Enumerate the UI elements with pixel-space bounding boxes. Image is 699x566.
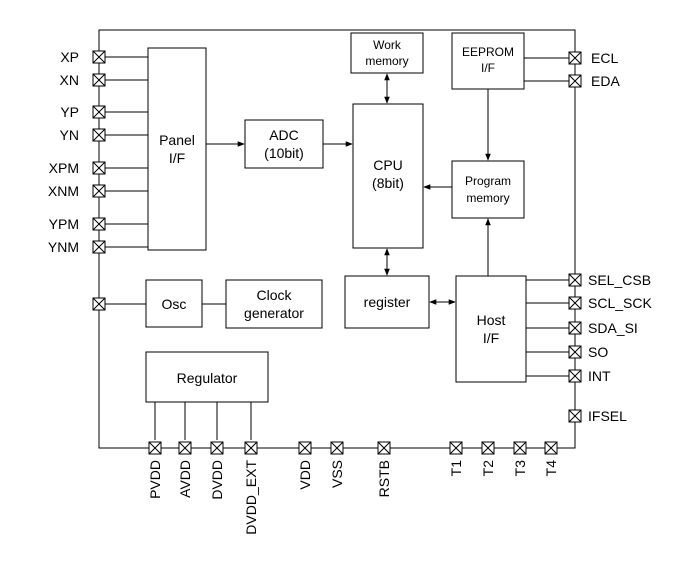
host-if-block: Host I/F	[455, 275, 527, 383]
program-memory-label-2: memory	[466, 191, 509, 205]
pin-label-int: INT	[588, 368, 611, 384]
pin-label-ynm: YNM	[48, 239, 79, 255]
pin-label-vss: VSS	[329, 460, 345, 488]
pin-rstb-terminal	[377, 441, 391, 455]
pin-yp-terminal	[92, 105, 106, 119]
pin-dvdd-ext-terminal	[244, 441, 258, 455]
pin-label-yn: YN	[60, 127, 79, 143]
pin-label-dvdd: DVDD	[209, 460, 225, 500]
pin-xpm-terminal	[92, 161, 106, 175]
pin-ifsel-terminal	[568, 409, 582, 423]
osc-label: Osc	[162, 296, 187, 312]
pin-label-xnm: XNM	[48, 183, 79, 199]
osc-block: Osc	[145, 279, 203, 328]
regulator-block: Regulator	[145, 351, 269, 403]
pin-label-t2: T2	[480, 460, 496, 477]
panel-if-block: Panel I/F	[147, 47, 207, 251]
adc-label-2: (10bit)	[264, 145, 304, 161]
pin-pvdd-terminal	[148, 441, 162, 455]
clock-generator-label-1: Clock	[256, 287, 292, 303]
eeprom-if-block: EEPROM I/F	[451, 32, 525, 90]
pin-t3-terminal	[513, 441, 527, 455]
pin-label-ypm: YPM	[49, 216, 79, 232]
pin-label-so: SO	[588, 344, 608, 360]
pin-ypm-terminal	[92, 217, 106, 231]
pin-label-ifsel: IFSEL	[588, 408, 627, 424]
pin-xnm-terminal	[92, 184, 106, 198]
pin-label-vdd: VDD	[297, 460, 313, 490]
pin-label-xp: XP	[60, 49, 79, 65]
pin-so-terminal	[568, 345, 582, 359]
register-label: register	[364, 294, 411, 310]
pin-osc-terminal	[92, 297, 106, 311]
pin-label-t1: T1	[448, 460, 464, 477]
pin-t4-terminal	[544, 441, 558, 455]
adc-block: ADC (10bit)	[244, 119, 324, 169]
regulator-label: Regulator	[177, 370, 238, 386]
pin-avdd-terminal	[178, 441, 192, 455]
pin-label-avdd: AVDD	[177, 460, 193, 498]
pin-label-rstb: RSTB	[376, 460, 392, 497]
pin-yn-terminal	[92, 128, 106, 142]
eeprom-if-label-2: I/F	[481, 61, 495, 75]
host-if-label-2: I/F	[483, 330, 499, 346]
pin-int-terminal	[568, 369, 582, 383]
pin-dvdd-terminal	[210, 441, 224, 455]
pin-label-sda-si: SDA_SI	[588, 320, 638, 336]
left-pin-group: XP XN YP YN XPM XNM YPM YNM	[48, 49, 148, 311]
program-memory-block: Program memory	[451, 160, 525, 219]
work-memory-label-2: memory	[365, 54, 408, 68]
pin-sda-si-terminal	[568, 321, 582, 335]
pin-label-scl-sck: SCL_SCK	[588, 295, 652, 311]
clock-generator-label-2: generator	[244, 305, 304, 321]
pin-label-t4: T4	[543, 460, 559, 477]
adc-label-1: ADC	[269, 127, 299, 143]
pin-label-pvdd: PVDD	[147, 460, 163, 499]
panel-if-label-1: Panel	[159, 132, 195, 148]
pin-vdd-terminal	[298, 441, 312, 455]
program-memory-label-1: Program	[465, 174, 511, 188]
register-block: register	[344, 275, 430, 329]
pin-xp-terminal	[92, 50, 106, 64]
bottom-pin-group: PVDD AVDD DVDD DVDD_EXT VDD VSS RSTB T1 T2 T3 T4	[147, 441, 559, 535]
pin-label-eda: EDA	[591, 73, 620, 89]
cpu-label-2: (8bit)	[372, 175, 404, 191]
pin-label-xn: XN	[60, 72, 79, 88]
pin-ecl-terminal	[568, 51, 582, 65]
connectors	[104, 57, 569, 440]
pin-xn-terminal	[92, 73, 106, 87]
host-if-label-1: Host	[477, 312, 506, 328]
pin-ynm-terminal	[92, 240, 106, 254]
work-memory-block: Work memory	[350, 32, 424, 74]
pin-label-yp: YP	[60, 104, 79, 120]
cpu-label-1: CPU	[373, 157, 403, 173]
pin-label-t3: T3	[512, 460, 528, 477]
panel-if-label-2: I/F	[169, 150, 185, 166]
right-pin-group: ECL EDA SEL_CSB SCL_SCK SDA_SI SO INT IFSEL	[526, 50, 652, 424]
work-memory-label-1: Work	[373, 38, 402, 52]
pin-label-ecl: ECL	[591, 50, 618, 66]
pin-t1-terminal	[449, 441, 463, 455]
pin-vss-terminal	[330, 441, 344, 455]
pin-label-xpm: XPM	[49, 160, 79, 176]
pin-scl-sck-terminal	[568, 296, 582, 310]
pin-label-sel-csb: SEL_CSB	[588, 272, 651, 288]
cpu-block: CPU (8bit)	[352, 103, 424, 249]
eeprom-if-label-1: EEPROM	[462, 45, 514, 59]
pin-eda-terminal	[568, 74, 582, 88]
clock-generator-block: Clock generator	[225, 279, 323, 329]
pin-sel-csb-terminal	[568, 273, 582, 287]
pin-label-dvdd-ext: DVDD_EXT	[243, 460, 259, 535]
pin-t2-terminal	[481, 441, 495, 455]
